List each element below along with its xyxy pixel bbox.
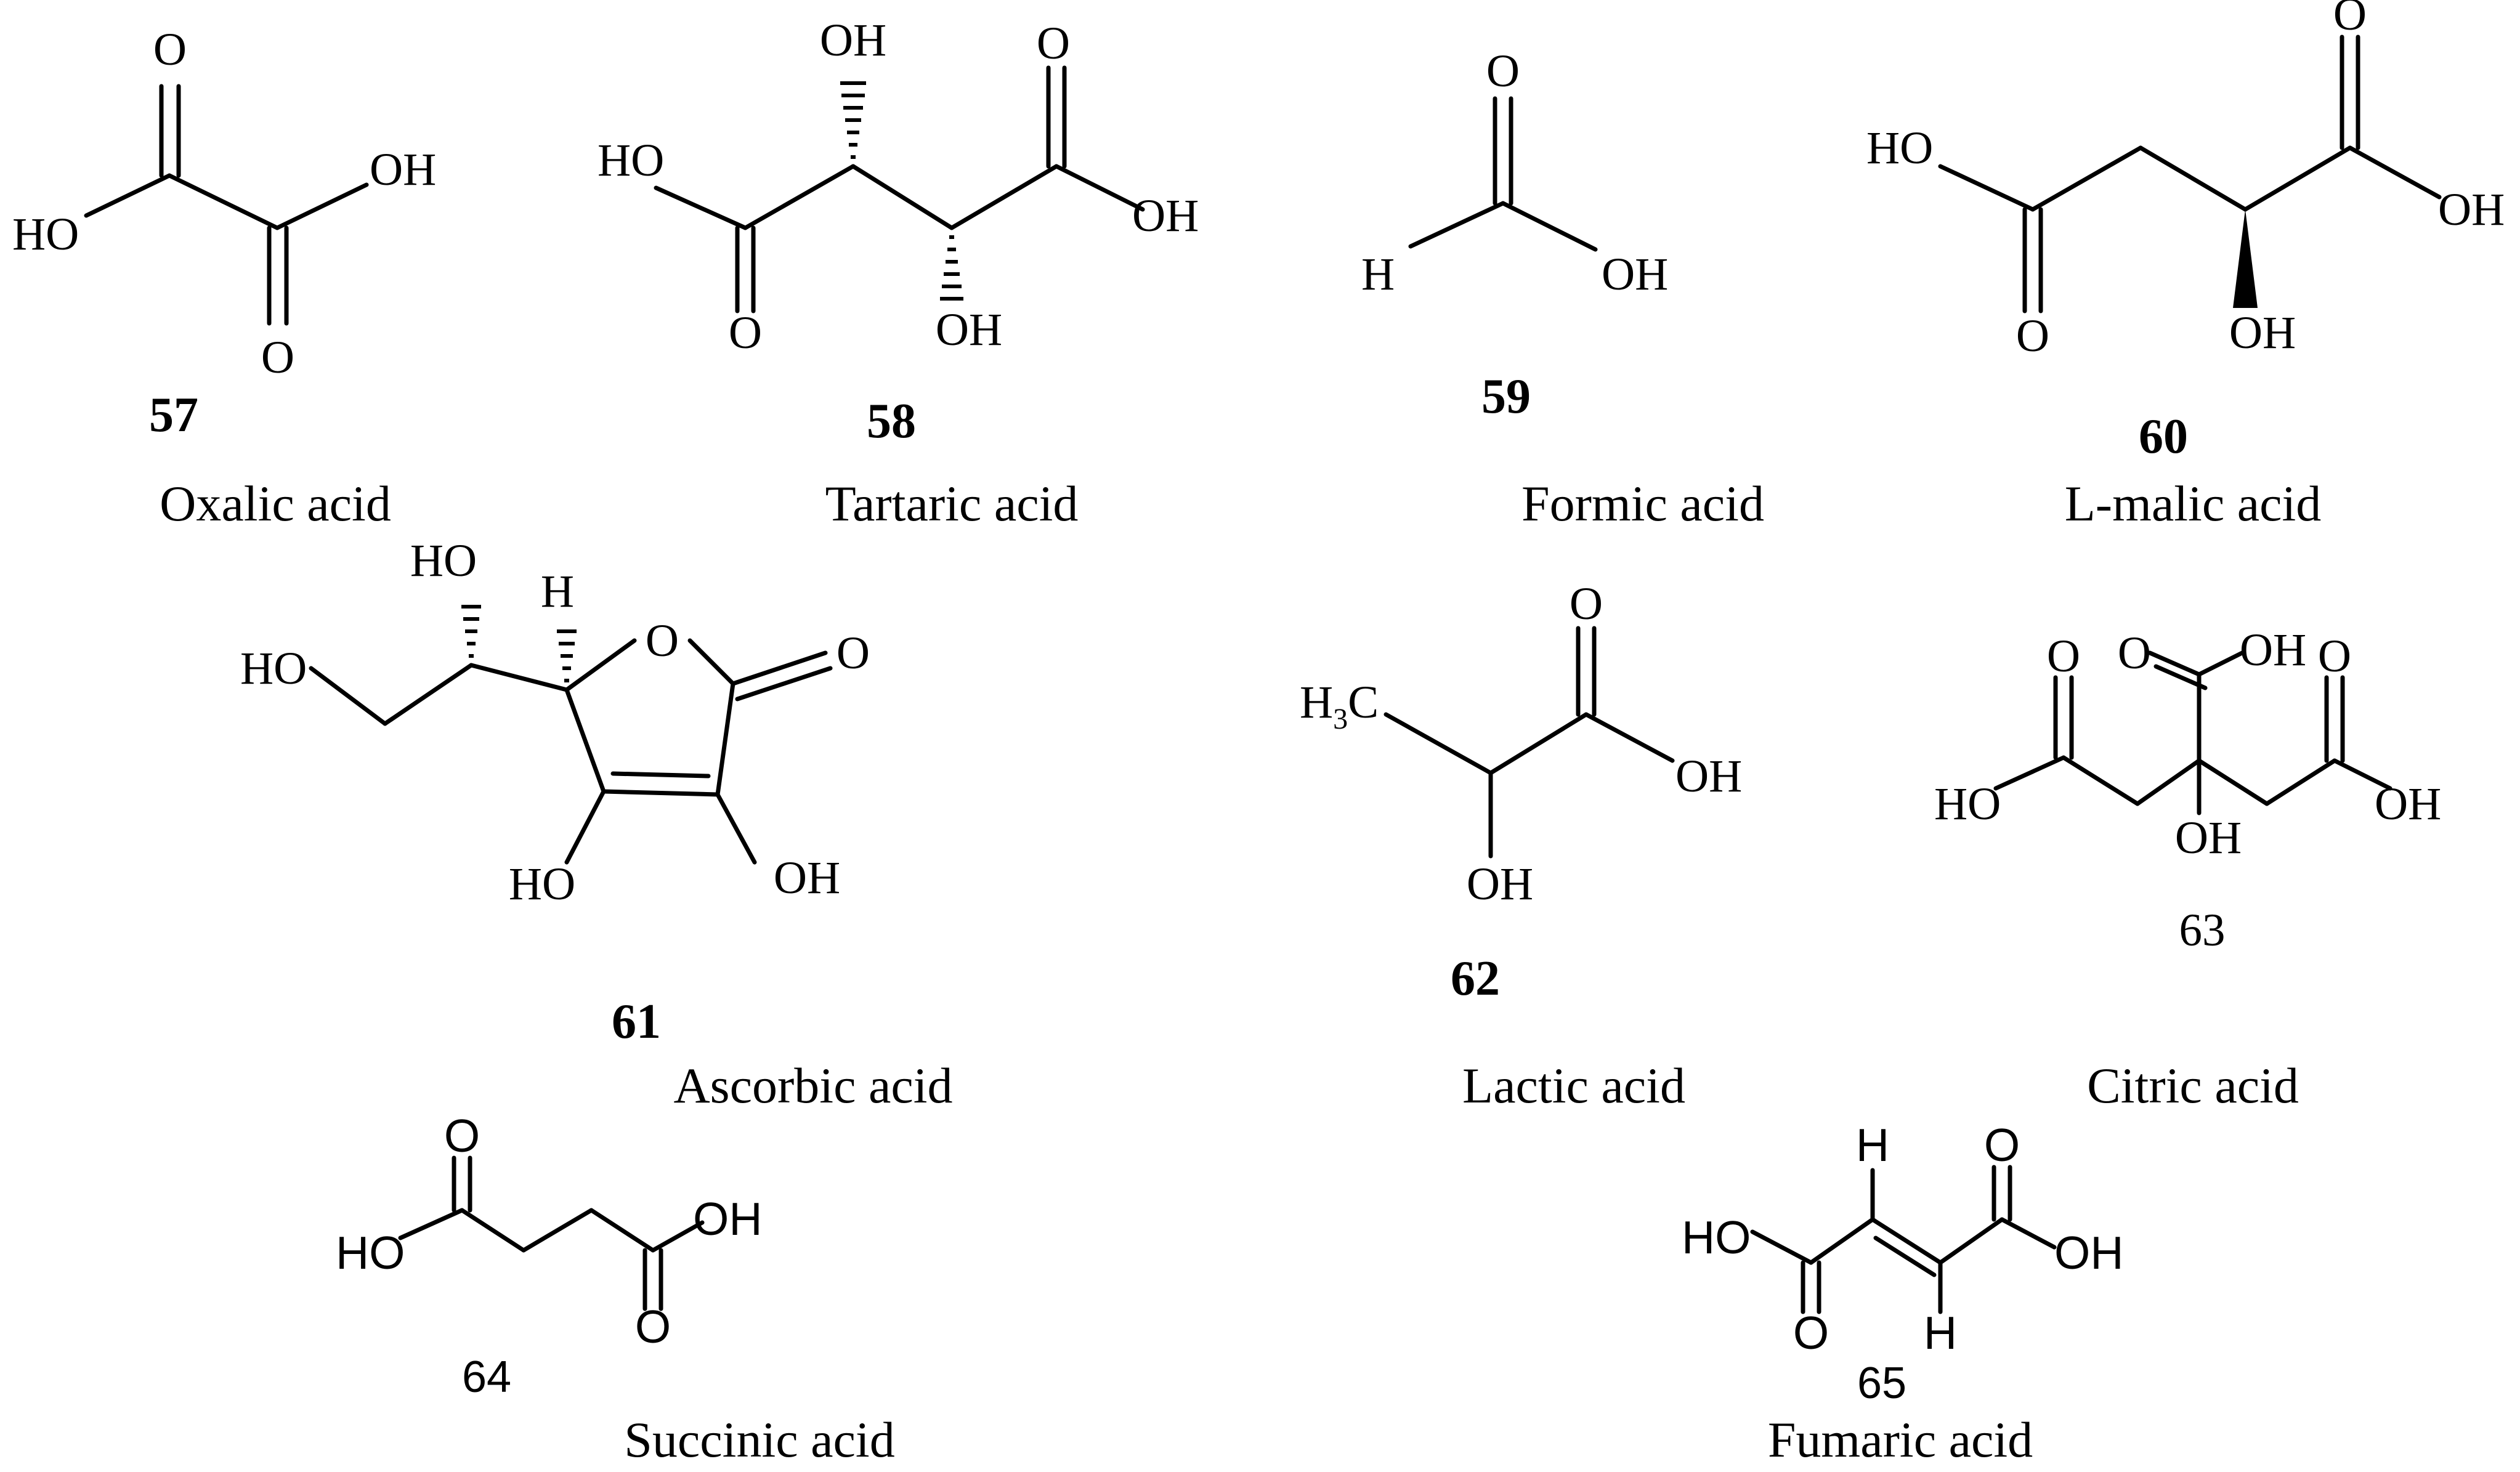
atom-label: O (2118, 628, 2151, 679)
compound-name: Formic acid (1521, 475, 1764, 532)
atom-label-part: H (1300, 677, 1333, 728)
atom-label: HO (240, 643, 307, 694)
atom-label: O (1793, 1307, 1829, 1359)
atom-label: H (1924, 1307, 1957, 1359)
atom-label-part: C (1348, 677, 1379, 728)
atom-label: OH (2375, 778, 2441, 830)
compound-number: 63 (2179, 905, 2226, 956)
atom-label: HO (598, 135, 664, 186)
hashed-wedge (940, 235, 963, 301)
atom-label: O (153, 24, 187, 75)
compound-number: 62 (1451, 952, 1500, 1006)
structure-57: O HO OH O (12, 24, 436, 383)
structure-62: O H3C OH OH (1300, 578, 1742, 910)
hashed-wedge (557, 629, 577, 682)
atom-label: HO (1682, 1211, 1751, 1263)
atom-label: O (837, 628, 870, 679)
hashed-wedge (840, 81, 866, 159)
atom-label: O (261, 332, 294, 383)
atom-label: OH (774, 852, 840, 904)
atom-label: O (635, 1301, 671, 1353)
structure-61: HO H O O HO HO OH (240, 535, 870, 910)
atom-label: H (1361, 249, 1395, 300)
atom-label: O (729, 307, 762, 358)
atom-label: OH (2054, 1227, 2124, 1279)
atom-label: O (1486, 46, 1520, 97)
structure-63: O OH O O HO OH OH (1934, 625, 2441, 863)
atom-label: OH (693, 1193, 763, 1245)
atom-label: OH (1675, 751, 1742, 802)
atom-label: OH (2240, 625, 2306, 676)
atom-label: O (2333, 0, 2367, 40)
compound-number: 57 (149, 388, 198, 442)
compound-name: Tartaric acid (825, 475, 1079, 532)
compound-name: Citric acid (2087, 1057, 2299, 1114)
atom-label: OH (936, 304, 1002, 355)
compound-name: L-malic acid (2065, 475, 2322, 532)
atom-label: OH (2438, 184, 2505, 235)
compound-name: Ascorbic acid (673, 1057, 952, 1114)
compound-name: Fumaric acid (1768, 1412, 2033, 1468)
structure-65: H O HO OH O H (1682, 1119, 2124, 1359)
compound-name: Lactic acid (1462, 1057, 1685, 1114)
atom-label: HO (509, 859, 575, 910)
compound-number: 59 (1481, 370, 1531, 424)
atom-label: OH (2229, 307, 2296, 358)
atom-label: OH (1467, 859, 1533, 910)
compound-number: 64 (462, 1353, 511, 1402)
atom-label: HO (1934, 778, 2001, 830)
atom-label: O (2047, 631, 2080, 682)
atom-label: O (1037, 18, 1070, 69)
structure-59: O H OH (1361, 46, 1668, 300)
atom-label: O (1570, 578, 1603, 629)
atom-label: H3C (1300, 677, 1379, 735)
atom-label: OH (370, 144, 436, 195)
atom-label: HO (410, 535, 477, 586)
atom-label: O (2016, 310, 2049, 362)
atom-label: O (646, 615, 679, 666)
compound-number: 65 (1857, 1359, 1906, 1408)
atom-label: OH (2175, 812, 2242, 863)
atom-label: HO (336, 1227, 405, 1279)
atom-label: HO (12, 209, 79, 260)
atom-label: O (1984, 1119, 2020, 1171)
structure-64: O HO OH O (336, 1110, 763, 1353)
atom-label: H (541, 566, 574, 617)
compound-name: Oxalic acid (160, 475, 391, 532)
atom-label: OH (1602, 249, 1668, 300)
structure-58: OH O HO OH O OH (598, 15, 1199, 358)
atom-label: OH (820, 15, 886, 66)
atom-label: O (444, 1110, 480, 1162)
compound-name: Succinic acid (624, 1412, 894, 1468)
subscript: 3 (1333, 703, 1348, 735)
atom-label: HO (1866, 123, 1933, 174)
hashed-wedge (461, 605, 481, 658)
compound-number: 60 (2139, 410, 2188, 464)
structure-60: O HO OH O OH (1866, 0, 2505, 362)
compound-number: 58 (867, 394, 916, 448)
atom-label: H (1856, 1119, 1889, 1171)
compound-number: 61 (612, 995, 661, 1049)
atom-label: O (2318, 631, 2351, 682)
atom-label: OH (1132, 190, 1199, 241)
solid-wedge (2233, 209, 2258, 308)
